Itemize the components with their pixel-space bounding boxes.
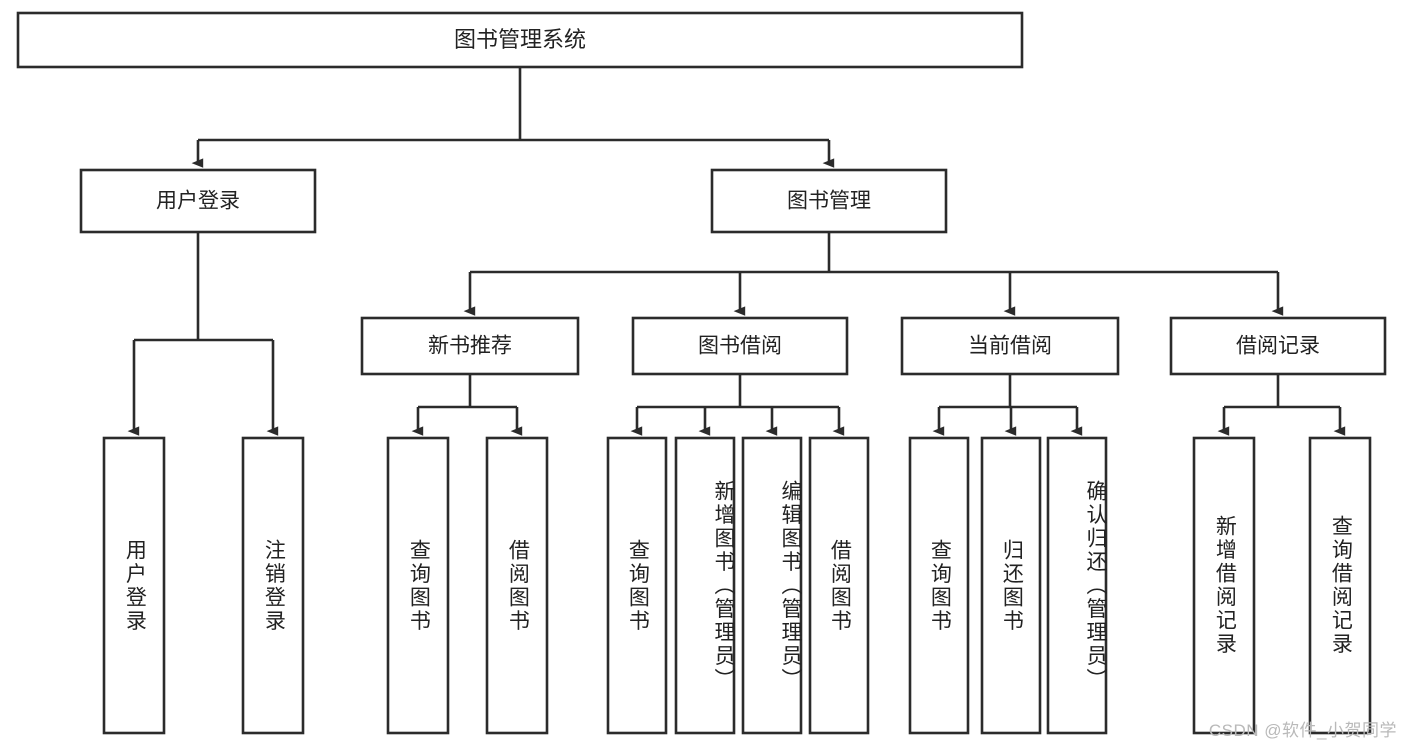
node-leaf-confirm-return-rect[interactable] (1046, 436, 1108, 735)
node-leaf-add-book-rect[interactable] (674, 436, 736, 735)
node-root[interactable]: 图书管理系统 (16, 11, 1024, 69)
node-book-borrow-label: 图书借阅 (698, 335, 782, 358)
connector-group-new-book-rec (411, 374, 523, 436)
node-root-rect[interactable] (16, 11, 1024, 69)
node-user-login[interactable]: 用户登录 (79, 168, 317, 234)
connector-group-book-manage (463, 232, 1284, 316)
node-leaf-query-book-rec-rect[interactable] (386, 436, 450, 735)
node-new-book-rec[interactable]: 新书推荐 (360, 316, 580, 376)
node-leaf-query-record-rect[interactable] (1308, 436, 1372, 735)
node-book-manage-label: 图书管理 (787, 190, 871, 213)
node-leaf-borrow-book-rec-rect[interactable] (485, 436, 549, 735)
node-leaf-user-login-rect[interactable] (102, 436, 166, 735)
connector-group-root (191, 67, 835, 168)
node-borrow-record-rect[interactable] (1169, 316, 1387, 376)
node-current-borrow-rect[interactable] (900, 316, 1120, 376)
connector-group-user-login (127, 232, 279, 436)
connector-group-book-borrow (630, 374, 845, 436)
node-leaf-query-book-cur-rect[interactable] (908, 436, 970, 735)
node-root-label: 图书管理系统 (454, 27, 586, 52)
node-borrow-record-label: 借阅记录 (1236, 335, 1320, 358)
node-book-borrow[interactable]: 图书借阅 (631, 316, 849, 376)
connector-group-borrow-record (1217, 374, 1346, 436)
watermark-text: CSDN @软件_小贺同学 (1208, 721, 1397, 740)
connector-group-current-borrow (932, 374, 1083, 436)
node-current-borrow[interactable]: 当前借阅 (900, 316, 1120, 376)
leaf-rect-group (102, 436, 1372, 735)
node-new-book-rec-rect[interactable] (360, 316, 580, 376)
node-user-login-label: 用户登录 (156, 190, 240, 213)
node-book-borrow-rect[interactable] (631, 316, 849, 376)
node-leaf-query-book-bor-rect[interactable] (606, 436, 668, 735)
node-leaf-borrow-book-bor-rect[interactable] (808, 436, 870, 735)
node-leaf-logout-rect[interactable] (241, 436, 305, 735)
node-leaf-add-record-rect[interactable] (1192, 436, 1256, 735)
node-book-manage-rect[interactable] (710, 168, 948, 234)
node-current-borrow-label: 当前借阅 (968, 335, 1052, 358)
node-leaf-return-book-rect[interactable] (980, 436, 1042, 735)
node-borrow-record[interactable]: 借阅记录 (1169, 316, 1387, 376)
node-leaf-edit-book-rect[interactable] (741, 436, 803, 735)
node-new-book-rec-label: 新书推荐 (428, 335, 512, 358)
node-book-manage[interactable]: 图书管理 (710, 168, 948, 234)
node-user-login-rect[interactable] (79, 168, 317, 234)
